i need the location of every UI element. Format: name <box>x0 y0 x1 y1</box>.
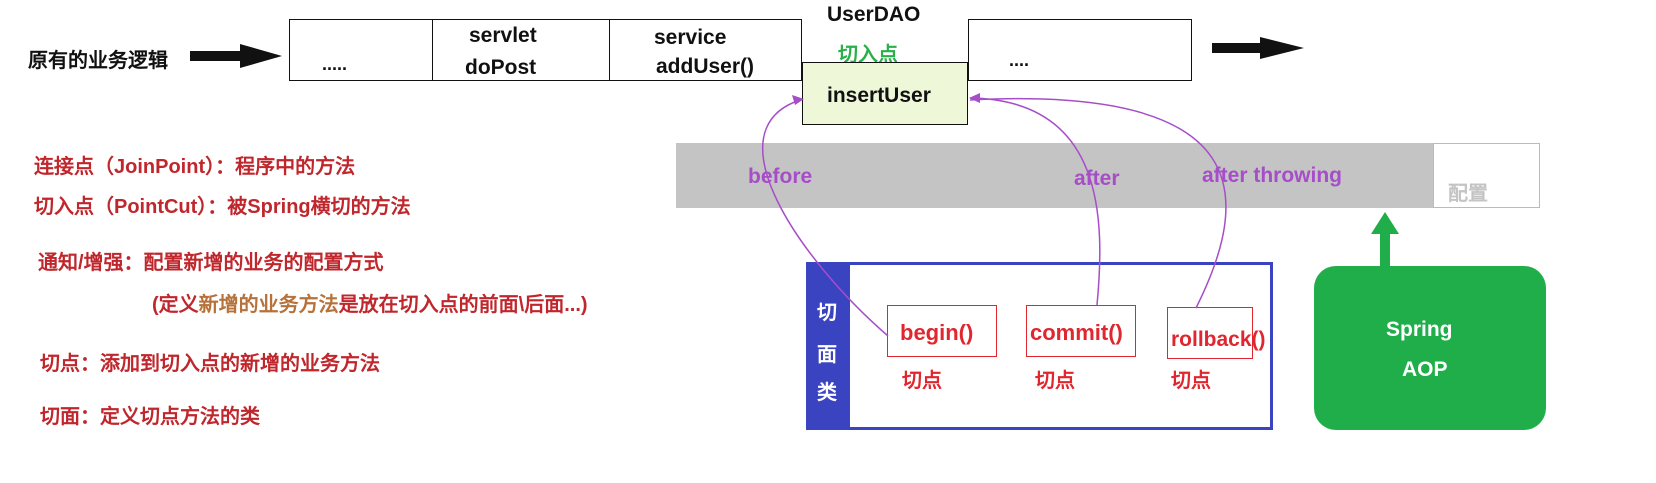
method-begin-box: begin() <box>887 305 997 357</box>
after-curve <box>969 97 1101 306</box>
aspect-side-char-2: 面 <box>817 344 837 366</box>
after-arrowhead <box>969 93 980 103</box>
insert-user-text: insertUser <box>827 84 931 107</box>
flow-out-arrow <box>1212 37 1304 59</box>
insert-user-box: insertUser <box>802 62 968 125</box>
definition-aspect: 切面：定义切点方法的类 <box>40 406 260 428</box>
advice-note-prefix: (定义 <box>152 294 199 316</box>
method-commit-name: commit() <box>1030 320 1123 345</box>
advice-note-highlight: 新增的业务方法 <box>198 294 339 316</box>
flow-cell-ellipsis-2: .... <box>968 19 1192 81</box>
definition-pointcut: 切入点（PointCut）：被Spring横切的方法 <box>34 196 411 218</box>
spring-aop-line1: Spring <box>1386 318 1453 341</box>
spring-aop-box: Spring AOP <box>1314 266 1546 430</box>
aspect-class-sidebar: 切 面 类 <box>806 262 850 430</box>
definition-cutpoint: 切点：添加到切入点的新增的业务方法 <box>40 353 380 375</box>
method-commit-box: commit() <box>1026 305 1136 357</box>
advice-note-suffix: 是放在切入点的前面\后面...) <box>338 294 588 316</box>
flow-cell-ellipsis-1: ..... <box>289 19 433 81</box>
config-label: 配置 <box>1448 183 1488 205</box>
method-begin-label: 切点 <box>902 370 942 392</box>
spring-aop-line2: AOP <box>1402 358 1448 381</box>
method-rollback-box: rollback() <box>1167 307 1266 359</box>
userdao-label: UserDAO <box>827 3 921 26</box>
advice-after-label: after <box>1074 167 1120 190</box>
advice-before-label: before <box>748 165 813 188</box>
flow-cell-service: service addUser() <box>609 19 802 81</box>
up-arrow <box>1371 212 1399 268</box>
config-bar <box>676 143 1433 208</box>
definition-advice: 通知/增强：配置新增的业务的配置方式 <box>38 252 384 274</box>
after-throwing-curve <box>969 98 1227 309</box>
config-box: 配置 <box>1433 143 1540 208</box>
method-commit-label: 切点 <box>1035 370 1075 392</box>
method-begin-name: begin() <box>900 320 974 345</box>
before-curve <box>761 99 889 337</box>
advice-after-throwing-label: after throwing <box>1202 164 1342 187</box>
before-arrowhead <box>792 95 804 105</box>
method-rollback-label: 切点 <box>1171 370 1211 392</box>
flow-label: 原有的业务逻辑 <box>28 50 168 72</box>
method-rollback-name: rollback() <box>1171 328 1266 351</box>
aspect-side-char-1: 切 <box>817 302 837 324</box>
flow-in-arrow <box>190 44 282 68</box>
definition-joinpoint: 连接点（JoinPoint）：程序中的方法 <box>34 156 356 178</box>
definition-advice-note: (定义新增的业务方法是放在切入点的前面\后面...) <box>152 288 588 317</box>
pointcut-label: 切入点 <box>838 44 898 66</box>
aspect-side-char-3: 类 <box>817 382 837 404</box>
